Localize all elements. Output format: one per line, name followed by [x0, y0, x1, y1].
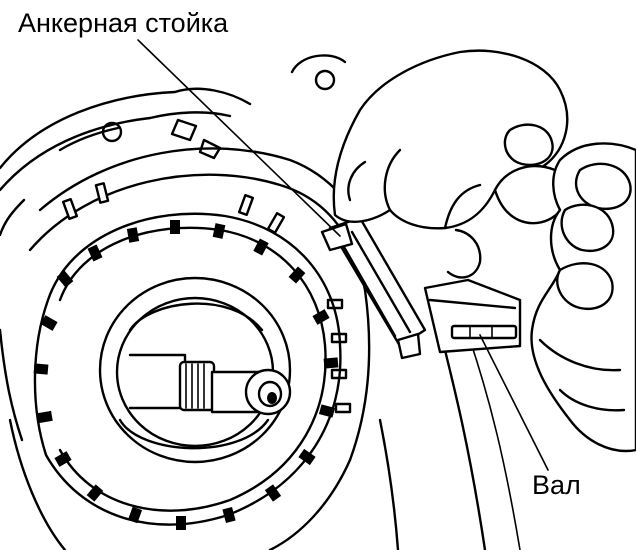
input-shaft — [128, 353, 292, 416]
tab — [170, 118, 198, 142]
label-shaft: Вал — [532, 470, 581, 500]
leader-line-shaft — [479, 334, 549, 471]
tab — [198, 138, 222, 160]
clutch-drum — [0, 118, 374, 550]
leader-line-anchor-post — [137, 39, 341, 237]
clutch-pack — [33, 212, 342, 530]
hand-left — [332, 49, 569, 279]
label-anchor-post: Анкерная стойка — [18, 8, 229, 38]
bolt-hole — [314, 69, 336, 91]
hub — [98, 276, 292, 464]
bolt-hole — [101, 121, 123, 143]
shaft-tool — [423, 278, 522, 354]
